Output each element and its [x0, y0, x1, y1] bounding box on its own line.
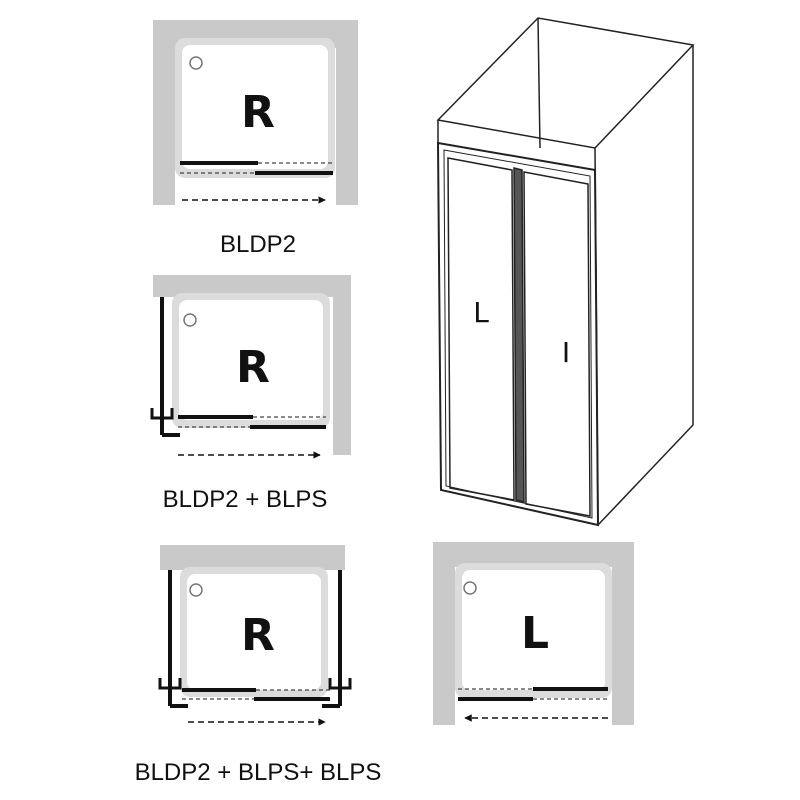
- right-wall: [612, 542, 634, 725]
- plan-bldp2: R BLDP2: [153, 20, 358, 258]
- left-wall: [153, 20, 175, 205]
- panel-bracket: [150, 408, 174, 420]
- left-door-label: L: [473, 296, 489, 329]
- plan-bldp2-blps: R BLDP2 + BLPS: [150, 275, 351, 513]
- back-wall: [433, 542, 633, 567]
- shower-tray-inner: [179, 300, 323, 420]
- drain-icon: [189, 56, 203, 70]
- drain-icon: [463, 581, 477, 595]
- door-frame: [436, 141, 600, 527]
- back-corner-edge: [537, 17, 541, 149]
- right-wall: [333, 275, 351, 455]
- door-frame-inner: [443, 149, 593, 519]
- orientation-letter: R: [241, 610, 275, 661]
- drain-icon: [189, 583, 203, 597]
- orientation-letter: R: [241, 87, 275, 138]
- panel-bracket-left: [158, 678, 182, 690]
- shower-tray-inner: [187, 574, 321, 690]
- orientation-letter: L: [521, 608, 549, 659]
- orientation-letter: R: [236, 342, 270, 393]
- left-door-panel: [447, 157, 515, 501]
- right-door-label: I: [562, 336, 570, 369]
- plan-bldp2-blps-blps: R BLDP2 + BLPS+ BLPS: [135, 545, 382, 786]
- shower-tray-inner: [182, 45, 328, 169]
- panel-bracket-right: [328, 678, 352, 690]
- right-wall: [336, 20, 358, 205]
- left-wall: [433, 542, 455, 725]
- back-wall: [153, 275, 351, 297]
- back-wall: [160, 545, 345, 570]
- shower-tray-inner: [462, 570, 605, 690]
- door-divider: [513, 167, 525, 503]
- diagram-caption: BLDP2 + BLPS+ BLPS: [135, 759, 382, 786]
- side-wall-outline: [597, 45, 694, 526]
- right-door-panel: [523, 171, 591, 517]
- drain-icon: [183, 313, 197, 327]
- enclosure-3d-view: [436, 17, 695, 527]
- diagram-caption: BLDP2 + BLPS: [163, 486, 328, 513]
- plan-left-orientation: L: [433, 542, 634, 725]
- enclosure-top: [436, 17, 695, 149]
- diagram-caption: BLDP2: [220, 231, 296, 258]
